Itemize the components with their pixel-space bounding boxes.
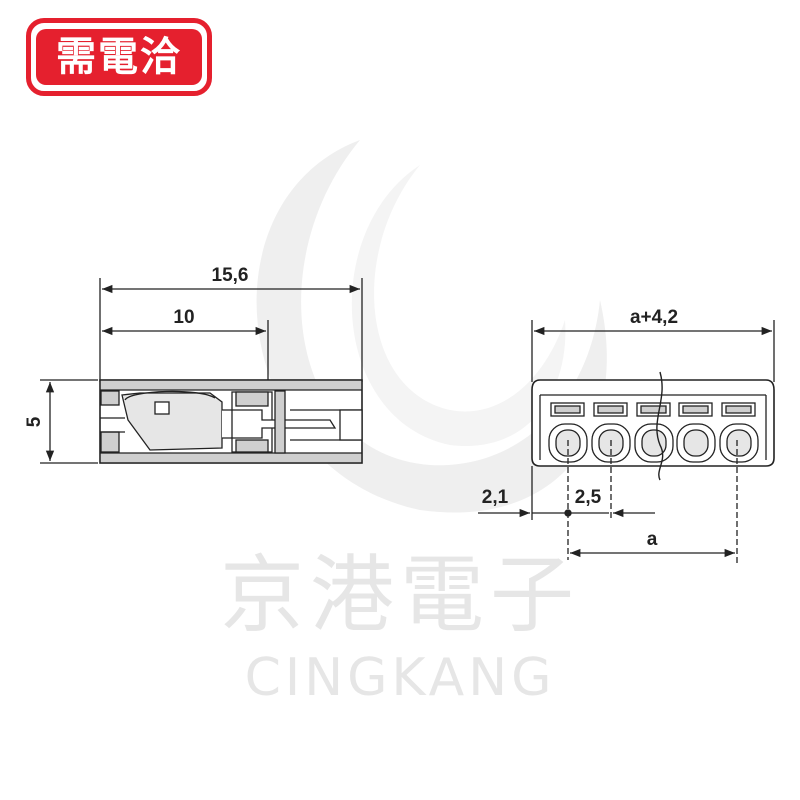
release-window — [154, 401, 170, 415]
front-view — [478, 320, 775, 565]
dim-pitch-label: 2,5 — [575, 487, 602, 508]
watermark-chinese: 京港電子 — [219, 546, 580, 644]
watermark-latin: CINGKANG — [244, 648, 556, 708]
dim-height-label: 5 — [24, 416, 45, 427]
stamp-inner: 需電洽 — [36, 29, 202, 85]
dim-a-label: a — [647, 529, 658, 550]
wire-entry-holes — [548, 423, 759, 463]
stamp-text: 需電洽 — [56, 34, 182, 80]
dim-inner-length-label: 10 — [173, 307, 194, 328]
break-line — [656, 371, 664, 481]
contact-for-price-stamp: 需電洽 — [26, 18, 212, 96]
side-view — [40, 278, 363, 464]
dim-width-label: a+4,2 — [630, 307, 678, 328]
release-slots — [550, 402, 756, 417]
dim-offset-label: 2,1 — [482, 487, 509, 508]
dim-total-length-label: 15,6 — [212, 265, 249, 286]
